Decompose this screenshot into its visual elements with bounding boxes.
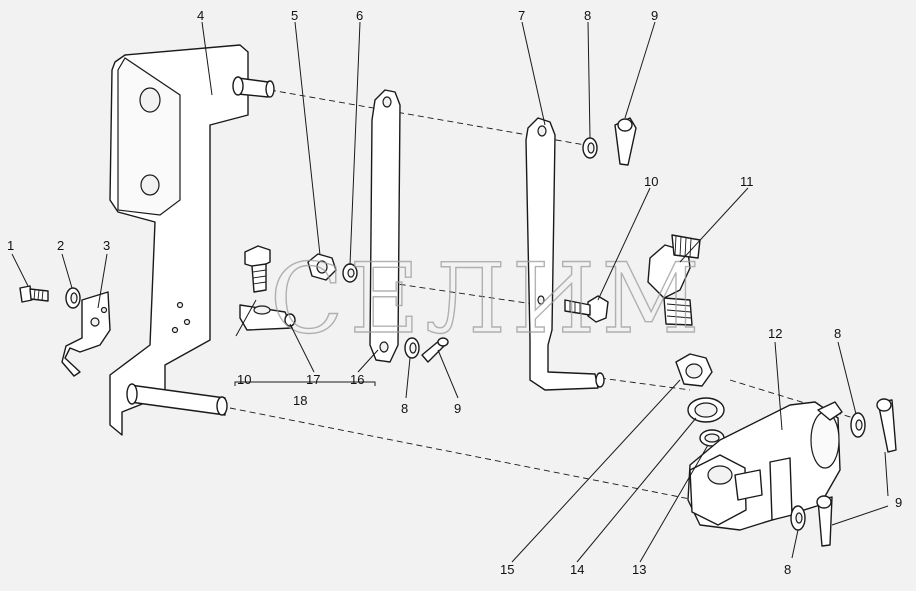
watermark: СЕЛИМ xyxy=(270,243,706,355)
callout-8-center: 8 xyxy=(401,401,408,416)
callout-9-right: 9 xyxy=(895,495,902,510)
callout-5: 5 xyxy=(291,8,298,23)
callout-2: 2 xyxy=(57,238,64,253)
bracket-part-4 xyxy=(109,44,275,436)
callout-10-right: 10 xyxy=(644,174,658,189)
link-part-16 xyxy=(369,89,401,363)
nut-part-5 xyxy=(307,253,337,281)
lever-part-7 xyxy=(525,117,605,391)
washer-hole xyxy=(587,142,595,154)
nut-part-15 xyxy=(675,353,713,387)
callout-9-center: 9 xyxy=(454,401,461,416)
clevis-part-17 xyxy=(239,304,296,331)
callout-7: 7 xyxy=(518,8,525,23)
washer-hole xyxy=(855,419,863,431)
elbow-fitting-part-11 xyxy=(647,234,701,326)
callout-11: 11 xyxy=(740,174,754,189)
washer-hole xyxy=(409,342,417,354)
lock-washer-hole xyxy=(70,292,78,304)
plate-part-3 xyxy=(61,291,111,377)
callout-labels: 1 2 3 4 5 6 7 8 9 10 11 12 8 10 17 16 18… xyxy=(7,8,902,577)
bolt-part-10-left xyxy=(244,245,271,293)
seal-ring-hole xyxy=(694,402,718,418)
cotter-pin-part-9-bottom xyxy=(816,495,833,547)
callout-10-left: 10 xyxy=(237,372,251,387)
bolt-part-10-right xyxy=(564,295,609,323)
callout-16: 16 xyxy=(350,372,364,387)
cylinder-part-12 xyxy=(687,401,843,531)
callout-8-bottom: 8 xyxy=(784,562,791,577)
washer-hole xyxy=(347,268,355,278)
callout-15: 15 xyxy=(500,562,514,577)
callout-12: 12 xyxy=(768,326,782,341)
bolt-part-1 xyxy=(19,285,49,303)
washer-hole xyxy=(795,512,803,524)
callout-3: 3 xyxy=(103,238,110,253)
o-ring-hole xyxy=(704,433,720,443)
callout-8-top: 8 xyxy=(584,8,591,23)
callout-13: 13 xyxy=(632,562,646,577)
callout-4: 4 xyxy=(197,8,204,23)
callout-9-top: 9 xyxy=(651,8,658,23)
callout-1: 1 xyxy=(7,238,14,253)
callout-18: 18 xyxy=(293,393,307,408)
callout-6: 6 xyxy=(356,8,363,23)
callout-8-right: 8 xyxy=(834,326,841,341)
cotter-pin-part-9-top xyxy=(614,117,637,166)
leader-lines xyxy=(11,21,889,563)
cotter-pin-part-9-right xyxy=(876,398,897,453)
cotter-pin-part-9-center xyxy=(421,337,449,363)
callout-17: 17 xyxy=(306,372,320,387)
callout-14: 14 xyxy=(570,562,584,577)
